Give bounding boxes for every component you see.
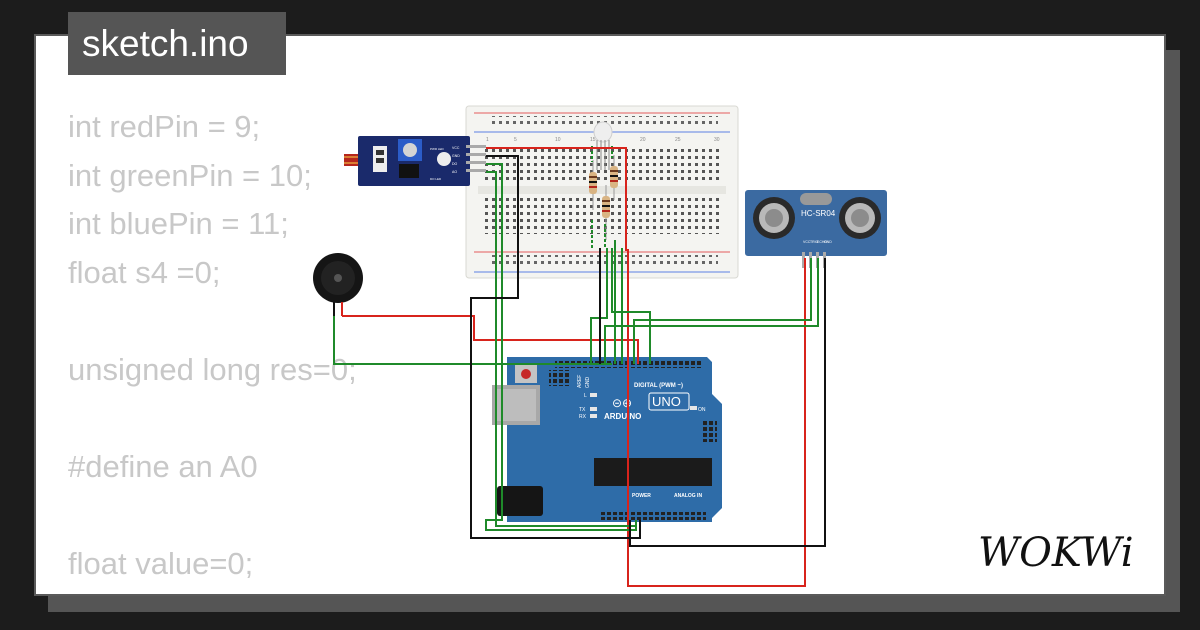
wire-green bbox=[333, 316, 612, 365]
breadboard-col-label: 15 bbox=[590, 137, 596, 143]
buzzer[interactable] bbox=[313, 253, 363, 316]
ultrasonic-pin-label: TRIG bbox=[810, 240, 819, 244]
breadboard-col-label: 1 bbox=[486, 137, 489, 143]
breadboard-col-label: 25 bbox=[675, 137, 681, 143]
arduino-l-label: L bbox=[584, 393, 587, 399]
breadboard-col-label: 5 bbox=[514, 137, 517, 143]
code-line: float s4 =0; bbox=[68, 254, 221, 290]
ultrasonic-pin-label: ECHO bbox=[817, 240, 827, 244]
breadboard-col-label: 20 bbox=[640, 137, 646, 143]
arduino-gnd-label: GND bbox=[585, 377, 591, 389]
ldr-led-label: PWR LED bbox=[430, 147, 445, 151]
rgb-led[interactable] bbox=[593, 121, 613, 170]
ldr-pin-label: VCC bbox=[452, 146, 460, 150]
ldr-led-label: DO LED bbox=[430, 177, 442, 181]
wire-red bbox=[342, 315, 639, 364]
wire-green bbox=[604, 258, 819, 364]
code-line: int redPin = 9; bbox=[68, 109, 261, 144]
arduino-analog-label: ANALOG IN bbox=[674, 493, 702, 499]
ldr-pin-label: AO bbox=[452, 170, 457, 174]
wokwi-logo-text: WOKWi bbox=[978, 530, 1134, 576]
arduino-digital-label: DIGITAL (PWM ~) bbox=[634, 383, 683, 389]
code-line: int bluePin = 11; bbox=[68, 206, 289, 241]
wire-black bbox=[470, 155, 641, 539]
resistor[interactable] bbox=[589, 160, 597, 210]
arduino-aref-label: AREF bbox=[577, 375, 583, 388]
arduino-brand-label: ARDUINO bbox=[604, 412, 641, 421]
ldr-pin-label: GND bbox=[452, 154, 460, 158]
arduino-logo-icon: ⊝⊕ bbox=[612, 396, 632, 410]
ultrasonic-pin-label: VCC bbox=[803, 240, 811, 244]
ultrasonic-sensor[interactable]: HC-SR04 VCC TRIG ECHO GND bbox=[745, 190, 887, 268]
resistor[interactable] bbox=[610, 155, 618, 200]
wire-red bbox=[486, 147, 806, 587]
ldr-sensor-module[interactable]: PWR LED DO LED VCC GND DO AO bbox=[344, 136, 486, 186]
code-line: int greenPin = 10; bbox=[68, 157, 312, 193]
file-tab-label: sketch.ino bbox=[82, 23, 249, 64]
arduino-uno[interactable]: AREF GND DIGITAL (PWM ~) ⊝⊕ ARDUINO UNO … bbox=[492, 357, 722, 522]
ultrasonic-label: HC-SR04 bbox=[801, 209, 836, 218]
wire-green bbox=[611, 248, 651, 364]
code-line: #define an A0 bbox=[68, 448, 258, 484]
arduino-on-label: ON bbox=[698, 407, 706, 413]
file-tab[interactable]: sketch.ino bbox=[68, 12, 286, 75]
code-line: unsigned long res=0; bbox=[68, 351, 357, 387]
breadboard-col-label: 30 bbox=[714, 137, 720, 143]
wire-green bbox=[486, 171, 636, 527]
code-preview: int redPin = 9; int greenPin = 10; int b… bbox=[68, 104, 357, 589]
code-line: float value=0; bbox=[68, 545, 254, 581]
ldr-pin-label: DO bbox=[452, 162, 458, 166]
ultrasonic-pin-label: GND bbox=[824, 240, 832, 244]
breadboard-col-label: 10 bbox=[555, 137, 561, 143]
wire-green bbox=[485, 163, 637, 531]
wire-green bbox=[633, 258, 812, 364]
arduino-power-label: POWER bbox=[632, 493, 651, 499]
arduino-model-label: UNO bbox=[652, 394, 681, 409]
wire-black bbox=[629, 258, 826, 547]
arduino-tx-label: TX bbox=[579, 407, 586, 413]
arduino-rx-label: RX bbox=[579, 414, 587, 420]
wokwi-logo: WOKWi bbox=[978, 530, 1134, 576]
